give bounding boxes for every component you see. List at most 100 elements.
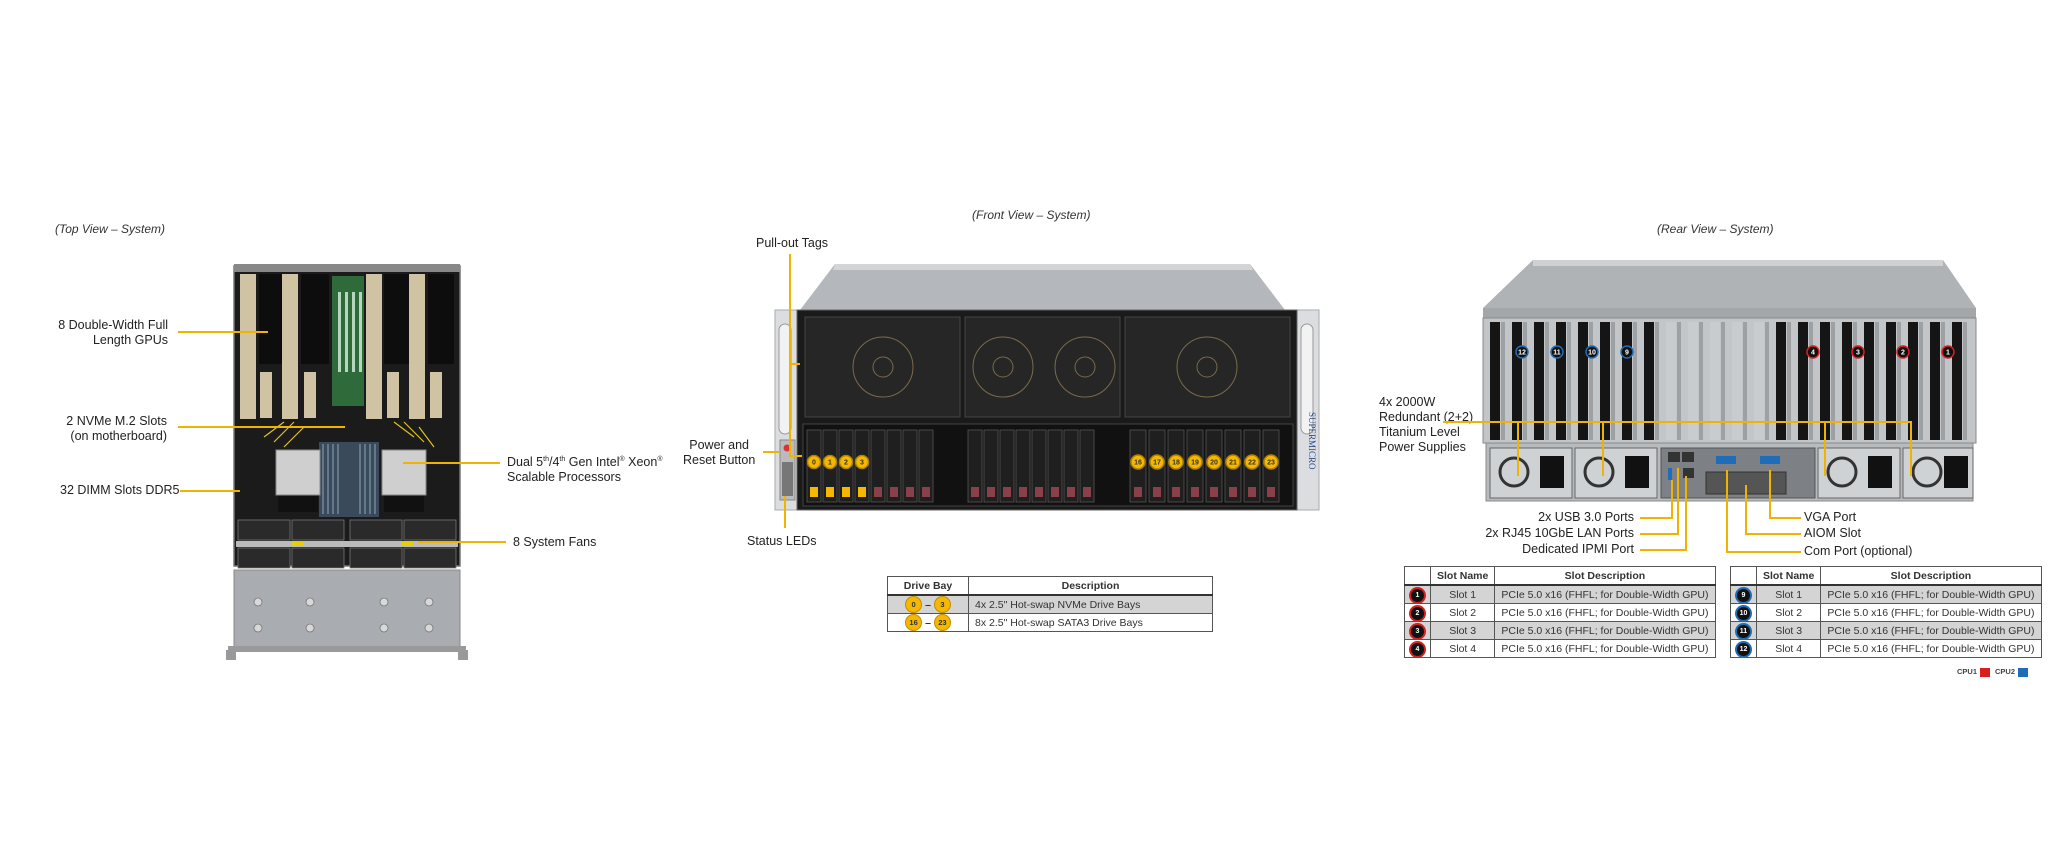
front-view-caption: (Front View – System) [972, 208, 1091, 222]
svg-text:3: 3 [860, 460, 864, 467]
rear-view-caption: (Rear View – System) [1657, 222, 1774, 236]
leader-line-lan-v [1677, 468, 1679, 535]
leader-line-usb [1640, 517, 1672, 519]
callout-ipmi: Dedicated IPMI Port [1522, 542, 1634, 556]
callout-usb: 2x USB 3.0 Ports [1538, 510, 1634, 524]
svg-text:16: 16 [1134, 460, 1142, 467]
slot-badge: 12 [1737, 642, 1750, 656]
drive-bay-badge: 20 [1206, 454, 1222, 470]
drive-trays [806, 429, 1280, 503]
svg-text:0: 0 [812, 460, 816, 467]
callout-nvme-line2: (on motherboard) [70, 429, 167, 443]
top-view-caption: (Top View – System) [55, 222, 166, 236]
slot-badge: 4 [1411, 642, 1424, 656]
brand-logo: SUPERMICRO [1307, 412, 1317, 470]
callout-psu-line1: 4x 2000W [1379, 395, 1436, 409]
svg-text:11: 11 [1553, 350, 1561, 357]
pcie-slot-badge-cpu2: 9 [1620, 345, 1634, 359]
slot-name: Slot 2 [1755, 603, 1822, 622]
drive-bay-badge: 2 [838, 454, 854, 470]
pcie-slot-bracket [1556, 322, 1566, 440]
slot-description: PCIe 5.0 x16 (FHFL; for Double-Width GPU… [1494, 621, 1716, 640]
leader-line-pullout-bottom [789, 455, 802, 457]
callout-power-line2: Reset Button [683, 453, 756, 467]
callout-pullout-tags: Pull-out Tags [756, 236, 829, 250]
callout-cpu-line1: Dual 5th/4th Gen Intel® Xeon® [507, 455, 663, 470]
drive-bay-table: Drive Bay Description 0–3 4x 2.5" Hot-sw… [887, 576, 1213, 632]
table-row: 10 Slot 2 PCIe 5.0 x16 (FHFL; for Double… [1730, 603, 2042, 622]
leader-line-psu-4 [1910, 421, 1912, 476]
drive-badge: 23 [933, 614, 951, 631]
leader-line-psu-1 [1517, 421, 1519, 476]
pcie-slot-bracket [1776, 322, 1786, 440]
drive-bay-description: 4x 2.5" Hot-swap NVMe Drive Bays [968, 594, 1213, 614]
slot-description: PCIe 5.0 x16 (FHFL; for Double-Width GPU… [1494, 603, 1716, 622]
table-row: 12 Slot 4 PCIe 5.0 x16 (FHFL; for Double… [1730, 639, 2042, 658]
pcie-slot-badge-cpu1: 2 [1896, 345, 1910, 359]
pcie-slot-bracket [1908, 322, 1918, 440]
leader-line-psu-horizontal [1443, 421, 1911, 423]
header-slot-name: Slot Name [1429, 566, 1496, 586]
pcie-slot-bracket [1886, 322, 1896, 440]
pcie-slot-bracket [1512, 322, 1522, 440]
callout-dimm: 32 DIMM Slots DDR5 [60, 483, 180, 497]
pcie-slot-bracket [1842, 322, 1852, 440]
table-row: 0–3 4x 2.5" Hot-swap NVMe Drive Bays [887, 594, 1213, 614]
pcie-slot-bracket [1952, 322, 1962, 440]
callout-cpu: Dual 5th/4th Gen Intel® Xeon® Scalable P… [507, 452, 662, 485]
pcie-slot-bracket [1710, 322, 1720, 440]
table-row: 11 Slot 3 PCIe 5.0 x16 (FHFL; for Double… [1730, 621, 2042, 640]
svg-text:1: 1 [828, 460, 832, 467]
leader-line-power [763, 451, 780, 453]
pcie-slot-bracket [1688, 322, 1698, 440]
callout-gpus: 8 Double-Width Full Length GPUs [58, 318, 168, 348]
table-row: 1 Slot 1 PCIe 5.0 x16 (FHFL; for Double-… [1404, 584, 1716, 604]
svg-text:12: 12 [1518, 350, 1526, 357]
leader-line-nvme [178, 426, 345, 428]
slot-name: Slot 4 [1429, 639, 1496, 658]
svg-text:19: 19 [1191, 460, 1199, 467]
header-badge [1404, 566, 1431, 586]
leader-line-dimm [180, 490, 240, 492]
callout-lan: 2x RJ45 10GbE LAN Ports [1485, 526, 1634, 540]
leader-line-psu-2 [1602, 421, 1604, 476]
drive-bay-badge: 3 [854, 454, 870, 470]
drive-bay-badge: 1 [822, 454, 838, 470]
cpu1-slot-table-header: Slot Name Slot Description [1404, 566, 1716, 586]
leader-line-com [1726, 551, 1801, 553]
drive-bay-badge: 17 [1149, 454, 1165, 470]
table-row: 3 Slot 3 PCIe 5.0 x16 (FHFL; for Double-… [1404, 621, 1716, 640]
pcie-slot-bracket [1534, 322, 1544, 440]
leader-line-pullout-top [789, 363, 800, 365]
pcie-slot-bracket [1622, 322, 1632, 440]
table-row: 9 Slot 1 PCIe 5.0 x16 (FHFL; for Double-… [1730, 584, 2042, 604]
pcie-slot-badge-cpu2: 12 [1515, 345, 1529, 359]
svg-text:9: 9 [1625, 350, 1629, 357]
leader-line-ipmi-v [1685, 476, 1687, 551]
callout-cpu-line2: Scalable Processors [507, 470, 621, 485]
callout-psu: 4x 2000W Redundant (2+2) Titanium Level … [1379, 395, 1473, 455]
slot-name: Slot 3 [1429, 621, 1496, 640]
pcie-slot-bracket [1820, 322, 1830, 440]
top-view-chassis-image [226, 264, 468, 660]
leader-line-gpus [178, 331, 268, 333]
drive-bay-table-header: Drive Bay Description [887, 576, 1213, 596]
drive-bay-badge: 22 [1244, 454, 1260, 470]
header-slot-description: Slot Description [1494, 566, 1716, 586]
slot-badge: 10 [1737, 606, 1750, 620]
svg-text:17: 17 [1153, 460, 1161, 467]
header-drive-bay: Drive Bay [887, 576, 969, 596]
leader-line-leds [784, 496, 786, 528]
drive-bay-badge: 21 [1225, 454, 1241, 470]
slot-description: PCIe 5.0 x16 (FHFL; for Double-Width GPU… [1820, 603, 2042, 622]
svg-text:4: 4 [1811, 350, 1815, 357]
leader-line-vga [1769, 517, 1801, 519]
svg-text:2: 2 [1901, 350, 1905, 357]
callout-status-leds: Status LEDs [747, 534, 817, 548]
svg-text:10: 10 [1588, 350, 1596, 357]
slot-name: Slot 2 [1429, 603, 1496, 622]
pcie-slot-bracket [1754, 322, 1764, 440]
